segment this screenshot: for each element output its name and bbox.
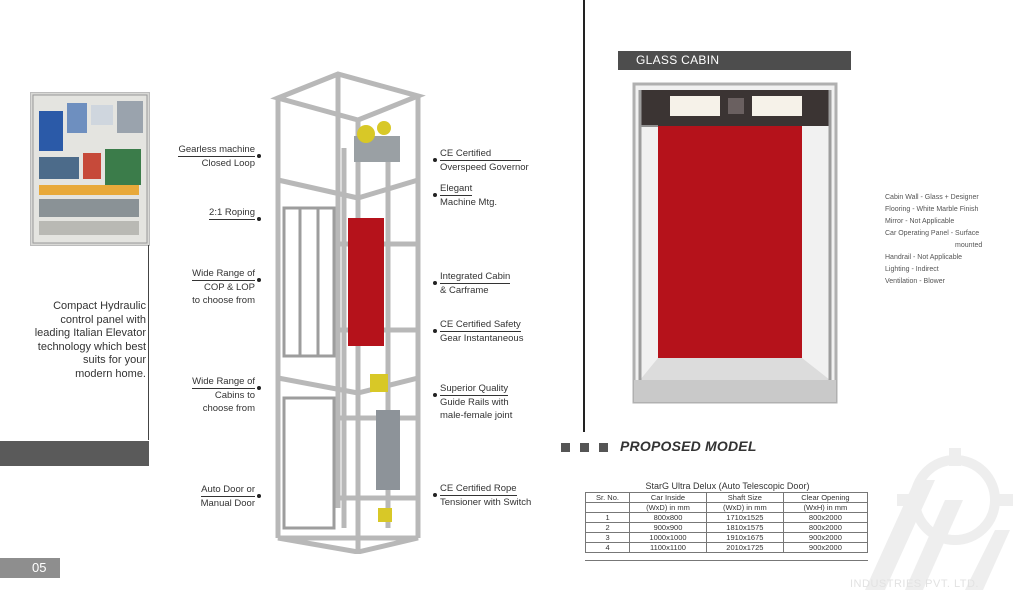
decorative-square <box>561 443 570 452</box>
callout-dot <box>257 154 261 158</box>
table-cell: 1910x1675 <box>705 532 784 543</box>
callout-door: Auto Door or Manual Door <box>200 484 255 509</box>
watermark-text: INDUSTRIES PVT. LTD. <box>850 578 979 590</box>
elevator-frame-illustration <box>270 71 426 554</box>
page-number: 05 <box>0 558 60 578</box>
table-title: StarG Ultra Delux (Auto Telescopic Door) <box>645 481 810 491</box>
table-row: 2 900x900 1810x1575 800x2000 <box>584 522 869 533</box>
table-subheader-row: (WxD) in mm (WxD) in mm (WxH) in mm <box>584 502 869 513</box>
callout-integrated-cabin: Integrated Cabin & Carframe <box>440 271 511 296</box>
callout-gearless-machine: Gearless machine Closed Loop <box>178 144 255 169</box>
header-cell: (WxD) in mm <box>705 502 784 513</box>
callout-cop-lop: Wide Range of COP & LOP to choose from <box>192 268 255 306</box>
callout-dot <box>433 158 437 162</box>
glass-cabin-spec-list: Cabin Wall - Glass + Designer Flooring -… <box>885 194 983 285</box>
table-header-row: Sr. No. Car Inside Shaft Size Clear Open… <box>584 492 869 503</box>
callout-dot <box>433 493 437 497</box>
callout-dot <box>433 393 437 397</box>
callout-overspeed-governor: CE Certified Overspeed Governor <box>440 148 529 173</box>
table-cell: 900x2000 <box>782 542 869 553</box>
header-cell: Car Inside <box>629 492 707 503</box>
table-cell: 2010x1725 <box>705 542 784 553</box>
callout-dot <box>257 386 261 390</box>
table-cell: 1810x1575 <box>705 522 784 533</box>
table-row: 1 800x800 1710x1525 800x2000 <box>584 512 869 523</box>
table-cell: 900x900 <box>629 522 707 533</box>
table-bottom-rule <box>585 560 868 561</box>
table-row: 3 1000x1000 1910x1675 900x2000 <box>584 532 869 543</box>
control-panel-photo <box>30 92 150 246</box>
callout-cabins: Wide Range of Cabins to choose from <box>192 376 255 414</box>
model-spec-table: Sr. No. Car Inside Shaft Size Clear Open… <box>584 492 869 553</box>
callout-dot <box>433 329 437 333</box>
header-cell: Sr. No. <box>584 492 631 503</box>
callout-dot <box>433 193 437 197</box>
callout-guide-rails: Superior Quality Guide Rails with male-f… <box>440 383 513 421</box>
table-cell: 1710x1525 <box>705 512 784 523</box>
callout-dot <box>257 278 261 282</box>
center-divider <box>583 0 585 432</box>
callout-roping: 2:1 Roping <box>209 207 255 220</box>
glass-cabin-image <box>632 82 838 404</box>
callout-rope-tensioner: CE Certified Rope Tensioner with Switch <box>440 483 532 508</box>
callout-dot <box>257 217 261 221</box>
callout-dot <box>257 494 261 498</box>
callout-safety-gear: CE Certified Safety Gear Instantaneous <box>440 319 524 344</box>
proposed-model-title: PROPOSED MODEL <box>620 438 757 454</box>
table-cell: 3 <box>584 532 631 543</box>
table-row: 4 1100x1100 2010x1725 900x2000 <box>584 542 869 553</box>
header-cell <box>584 502 631 513</box>
table-cell: 1 <box>584 512 631 523</box>
table-cell: 1100x1100 <box>629 542 707 553</box>
table-cell: 800x800 <box>629 512 707 523</box>
decorative-square <box>580 443 589 452</box>
header-cell: Shaft Size <box>705 492 784 503</box>
left-divider <box>148 245 149 440</box>
company-logo-watermark <box>865 448 1013 590</box>
decorative-square <box>599 443 608 452</box>
table-cell: 4 <box>584 542 631 553</box>
glass-cabin-title: GLASS CABIN <box>618 51 851 70</box>
header-cell: (WxD) in mm <box>629 502 707 513</box>
table-cell: 2 <box>584 522 631 533</box>
panel-description: Compact Hydraulic control panel with lea… <box>34 300 146 380</box>
decorative-bar <box>0 441 149 466</box>
table-cell: 1000x1000 <box>629 532 707 543</box>
callout-dot <box>433 281 437 285</box>
callout-machine-mtg: Elegant Machine Mtg. <box>440 183 498 208</box>
